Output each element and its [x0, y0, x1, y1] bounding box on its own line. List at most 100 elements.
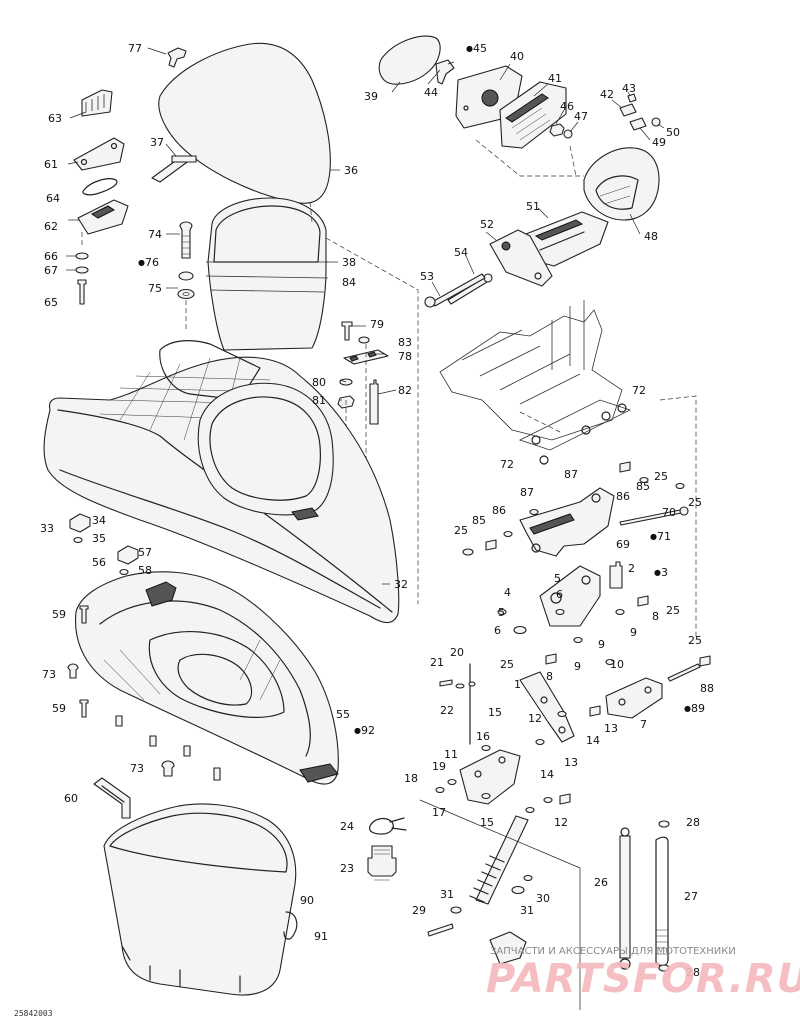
adhesive-drop-icon: ● [138, 258, 145, 267]
callout-6-top: 6 [556, 588, 563, 601]
part-82-pin [369, 379, 379, 425]
part-43-clip [627, 93, 637, 103]
part-59-screw-a [79, 605, 89, 624]
callout-45: ●45 [466, 42, 487, 55]
callout-74: 74 [148, 228, 162, 241]
callout-25-top: 25 [654, 470, 668, 483]
steering-hardware [435, 461, 711, 814]
callout-13-top: 13 [604, 722, 618, 735]
part-23-drain-fitting [367, 845, 397, 877]
callout-48: 48 [644, 230, 658, 243]
part-65-screw [77, 279, 87, 305]
callout-84: 84 [342, 276, 356, 289]
leader-lines [66, 47, 665, 585]
callout-72-left: 72 [500, 458, 514, 471]
callout-64: 64 [46, 192, 60, 205]
callout-27: 27 [684, 890, 698, 903]
callout-56: 56 [92, 556, 106, 569]
drawing-parts [43, 35, 711, 1010]
part-49-nut [629, 117, 647, 131]
part-44-stem [435, 59, 455, 85]
callout-16: 16 [476, 730, 490, 743]
part-75-washer-b [177, 288, 195, 300]
callout-70: 70 [662, 506, 676, 519]
callout-67: 67 [44, 264, 58, 277]
callout-18: 18 [404, 772, 418, 785]
part-39-mirror [378, 35, 441, 85]
steering-frame-outline [439, 300, 632, 465]
callout-75: 75 [148, 282, 162, 295]
adhesive-drop-icon: ● [354, 726, 361, 735]
callout-3: ●3 [654, 566, 668, 579]
callout-26: 26 [594, 876, 608, 889]
callout-25-far: 25 [688, 634, 702, 647]
part-7-bracket [605, 677, 663, 719]
callout-12-low: 12 [554, 816, 568, 829]
part-73-rivet-b [161, 760, 175, 777]
callout-13-low: 13 [564, 756, 578, 769]
callout-66: 66 [44, 250, 58, 263]
callout-15-low: 15 [480, 816, 494, 829]
part-42-nut [619, 103, 637, 117]
callout-12-top: 12 [528, 712, 542, 725]
callout-25-mid: 25 [666, 604, 680, 617]
callout-77: 77 [128, 42, 142, 55]
part-60-hex-key [93, 777, 131, 819]
part-21-screw [439, 679, 453, 687]
part-66-washer [75, 252, 89, 260]
callout-21: 21 [430, 656, 444, 669]
callout-69: 69 [616, 538, 630, 551]
callout-5-mid: 5 [498, 606, 505, 619]
callout-86-left: 86 [492, 504, 506, 517]
part-strut [475, 815, 529, 905]
part-64-gasket [82, 178, 118, 196]
callout-91: 91 [314, 930, 328, 943]
part-27-spring [655, 836, 669, 967]
callout-20: 20 [450, 646, 464, 659]
callout-14-top: 14 [586, 734, 600, 747]
callout-71: ●71 [650, 530, 671, 543]
callout-23: 23 [340, 862, 354, 875]
callout-8-low: 8 [546, 670, 553, 683]
callout-62: 62 [44, 220, 58, 233]
callout-47: 47 [574, 110, 588, 123]
part-73-rivet-a [67, 663, 79, 679]
callout-22: 22 [440, 704, 454, 717]
callout-59-low: 59 [52, 702, 66, 715]
part-4-pivot-plate [539, 565, 601, 627]
part-59-screw-b [79, 699, 89, 718]
callout-28-low: 28 [686, 966, 700, 979]
callout-57: 57 [138, 546, 152, 559]
callout-51: 51 [526, 200, 540, 213]
callout-9-a: 9 [630, 626, 637, 639]
watermark-caption: ЗАПЧАСТИ И АКСЕССУАРЫ ДЛЯ МОТОТЕХНИКИ [490, 946, 736, 957]
part-36-windshield [158, 42, 331, 204]
part-11-bracket [459, 749, 521, 805]
callout-52: 52 [480, 218, 494, 231]
part-26-rod [619, 835, 631, 959]
adhesive-drop-icon: ● [650, 532, 657, 541]
callout-73-left: 73 [42, 668, 56, 681]
callout-11: 11 [444, 748, 458, 761]
callout-58: 58 [138, 564, 152, 577]
part-55-hull-liner [74, 571, 339, 785]
part-29-bolt [427, 923, 454, 937]
callout-5-top: 5 [554, 572, 561, 585]
callout-85-top: 85 [636, 480, 650, 493]
callout-40: 40 [510, 50, 524, 63]
callout-1: 1 [514, 678, 521, 691]
callout-87-top: 87 [564, 468, 578, 481]
callout-8-top: 8 [652, 610, 659, 623]
callout-89: ●89 [684, 702, 705, 715]
document-number: 25842003 [14, 1009, 53, 1018]
part-1-steering-arm [519, 671, 575, 743]
callout-4: 4 [504, 586, 511, 599]
callout-32: 32 [394, 578, 408, 591]
callout-73-low: 73 [130, 762, 144, 775]
part-37-strip-b [171, 155, 197, 163]
callout-79: 79 [370, 318, 384, 331]
part-31-spring [469, 855, 505, 903]
part-46-nut [549, 123, 565, 137]
part-34-clip [69, 513, 91, 533]
